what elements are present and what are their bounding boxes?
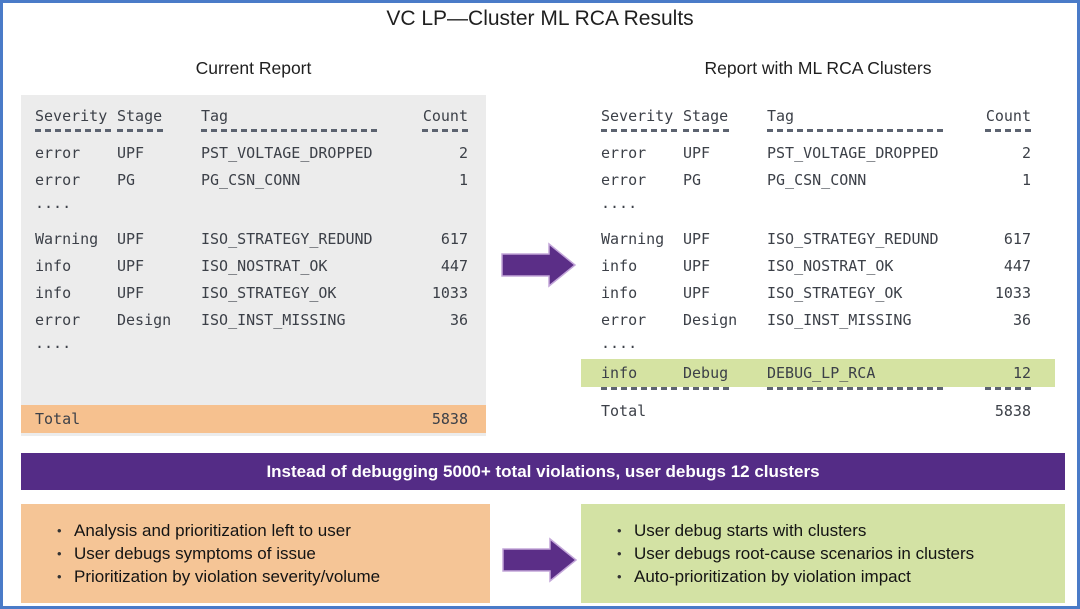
bullet-text: Analysis and prioritization left to user (74, 521, 351, 540)
table-row-ellipsis: .... (35, 334, 72, 352)
col-header-count: Count (422, 107, 468, 125)
total-value: 5838 (994, 402, 1031, 420)
list-item: User debugs root-cause scenarios in clus… (617, 542, 975, 566)
bullet-text: User debugs root-cause scenarios in clus… (634, 544, 975, 563)
bullet-list: User debug starts with clusters User deb… (581, 519, 975, 589)
table-row-ellipsis: .... (601, 194, 638, 212)
right-table-title: Report with ML RCA Clusters (704, 58, 932, 78)
table-row: error Design ISO_INST_MISSING 36 (601, 310, 1031, 329)
bullet-text: Auto-prioritization by violation impact (634, 567, 911, 586)
cluster-row-highlighted: info Debug DEBUG_LP_RCA 12 (581, 359, 1055, 387)
total-value: 5838 (431, 410, 468, 428)
col-header-tag: Tag (767, 107, 795, 125)
list-item: Prioritization by violation severity/vol… (57, 565, 381, 589)
table-row: info UPF ISO_STRATEGY_OK 1033 (601, 283, 1031, 302)
bullet-text: Prioritization by violation severity/vol… (74, 567, 381, 586)
table-row: error UPF PST_VOLTAGE_DROPPED 2 (601, 143, 1031, 162)
arrow-right-icon (501, 242, 577, 288)
table-row: error PG PG_CSN_CONN 1 (35, 170, 468, 189)
col-header-count: Count (985, 107, 1031, 125)
table-row: Warning UPF ISO_STRATEGY_REDUND 617 (601, 229, 1031, 248)
list-item: User debug starts with clusters (617, 519, 974, 543)
total-label: Total (601, 402, 647, 420)
table-row-ellipsis: .... (35, 194, 72, 212)
page-title: VC LP—Cluster ML RCA Results (386, 7, 694, 30)
table-header: Severity Stage Tag Count (21, 103, 486, 129)
table-row-ellipsis: .... (601, 334, 638, 352)
header-separator (581, 129, 1055, 139)
list-item: Analysis and prioritization left to user (57, 519, 380, 543)
current-report-callout: Analysis and prioritization left to user… (21, 504, 490, 603)
banner-text: Instead of debugging 5000+ total violati… (266, 461, 820, 481)
ml-rca-report-table: Severity Stage Tag Count error UPF PST_V… (581, 95, 1055, 436)
header-separator (21, 129, 486, 139)
total-row: Total 5838 (581, 397, 1055, 425)
col-header-severity: Severity (35, 107, 108, 125)
list-item: Auto-prioritization by violation impact (617, 565, 974, 589)
table-row: error UPF PST_VOLTAGE_DROPPED 2 (35, 143, 468, 162)
list-item: User debugs symptoms of issue (57, 542, 380, 566)
table-header: Severity Stage Tag Count (581, 103, 1055, 129)
table-row: info UPF ISO_NOSTRAT_OK 447 (35, 256, 468, 275)
table-row: error PG PG_CSN_CONN 1 (601, 170, 1031, 189)
col-header-stage: Stage (117, 107, 163, 125)
arrow-right-icon (502, 537, 578, 583)
total-label: Total (35, 410, 81, 428)
bullet-text: User debugs symptoms of issue (74, 544, 316, 563)
col-header-stage: Stage (683, 107, 729, 125)
bullet-text: User debug starts with clusters (634, 521, 867, 540)
total-row-highlighted: Total 5838 (21, 405, 486, 433)
table-row: Warning UPF ISO_STRATEGY_REDUND 617 (35, 229, 468, 248)
col-header-tag: Tag (201, 107, 229, 125)
total-separator (581, 387, 1055, 397)
ml-rca-callout: User debug starts with clusters User deb… (581, 504, 1065, 603)
current-report-table: Severity Stage Tag Count error UPF PST_V… (21, 95, 486, 436)
table-row: error Design ISO_INST_MISSING 36 (35, 310, 468, 329)
left-table-title: Current Report (195, 58, 312, 78)
summary-banner: Instead of debugging 5000+ total violati… (21, 453, 1065, 490)
table-row: info UPF ISO_STRATEGY_OK 1033 (35, 283, 468, 302)
col-header-severity: Severity (601, 107, 674, 125)
table-row: info UPF ISO_NOSTRAT_OK 447 (601, 256, 1031, 275)
bullet-list: Analysis and prioritization left to user… (21, 519, 381, 589)
